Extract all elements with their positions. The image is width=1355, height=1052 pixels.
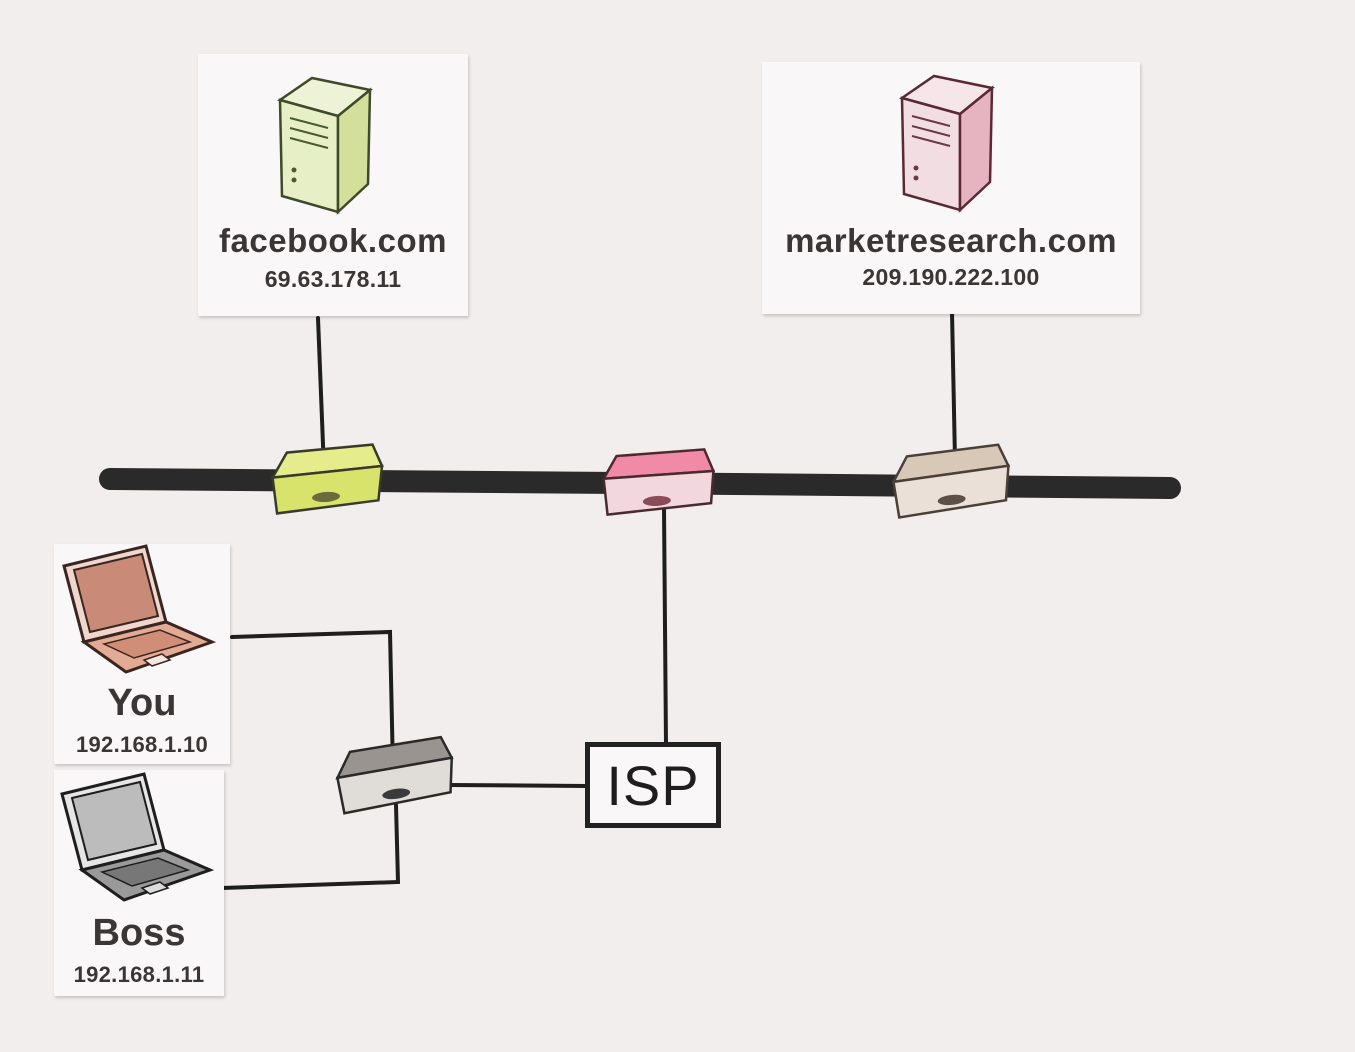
router-marketresearch-icon <box>891 443 1011 519</box>
server-icon <box>277 76 373 215</box>
router-light <box>312 491 341 503</box>
server-icon <box>899 74 995 213</box>
isp-home-link <box>446 783 590 788</box>
facebook-server-card: facebook.com 69.63.178.11 <box>198 54 468 316</box>
boss-ip: 192.168.1.11 <box>73 962 205 987</box>
isp-uplink <box>662 506 668 747</box>
you-link <box>230 629 395 772</box>
facebook-ip: 69.63.178.11 <box>264 266 402 292</box>
marketresearch-ip: 209.190.222.100 <box>862 264 1040 290</box>
laptop-icon <box>62 544 217 674</box>
router-light <box>937 494 966 506</box>
facebook-name: facebook.com <box>219 222 447 259</box>
router-light <box>382 788 411 800</box>
you-name: You <box>107 682 177 724</box>
router-front <box>335 756 454 815</box>
marketresearch-name: marketresearch.com <box>785 222 1117 259</box>
facebook-link <box>316 316 326 472</box>
boss-link <box>220 803 401 890</box>
router-facebook-icon <box>270 443 384 515</box>
router-front <box>892 464 1010 519</box>
router-isp-icon <box>601 448 716 516</box>
router-light <box>642 495 671 507</box>
you-ip: 192.168.1.10 <box>75 732 209 757</box>
boss-laptop-card: Boss 192.168.1.11 <box>54 770 224 996</box>
router-home-icon <box>335 735 454 815</box>
you-laptop-card: You 192.168.1.10 <box>54 544 230 764</box>
connection-lines <box>220 310 957 890</box>
isp-box: ISP <box>585 742 721 828</box>
router-front <box>602 469 715 516</box>
marketresearch-server-card: marketresearch.com 209.190.222.100 <box>762 62 1140 314</box>
marketresearch-link <box>950 310 957 462</box>
laptop-icon <box>60 772 215 902</box>
isp-label: ISP <box>606 753 700 817</box>
router-front <box>271 464 384 515</box>
boss-name: Boss <box>92 912 186 954</box>
